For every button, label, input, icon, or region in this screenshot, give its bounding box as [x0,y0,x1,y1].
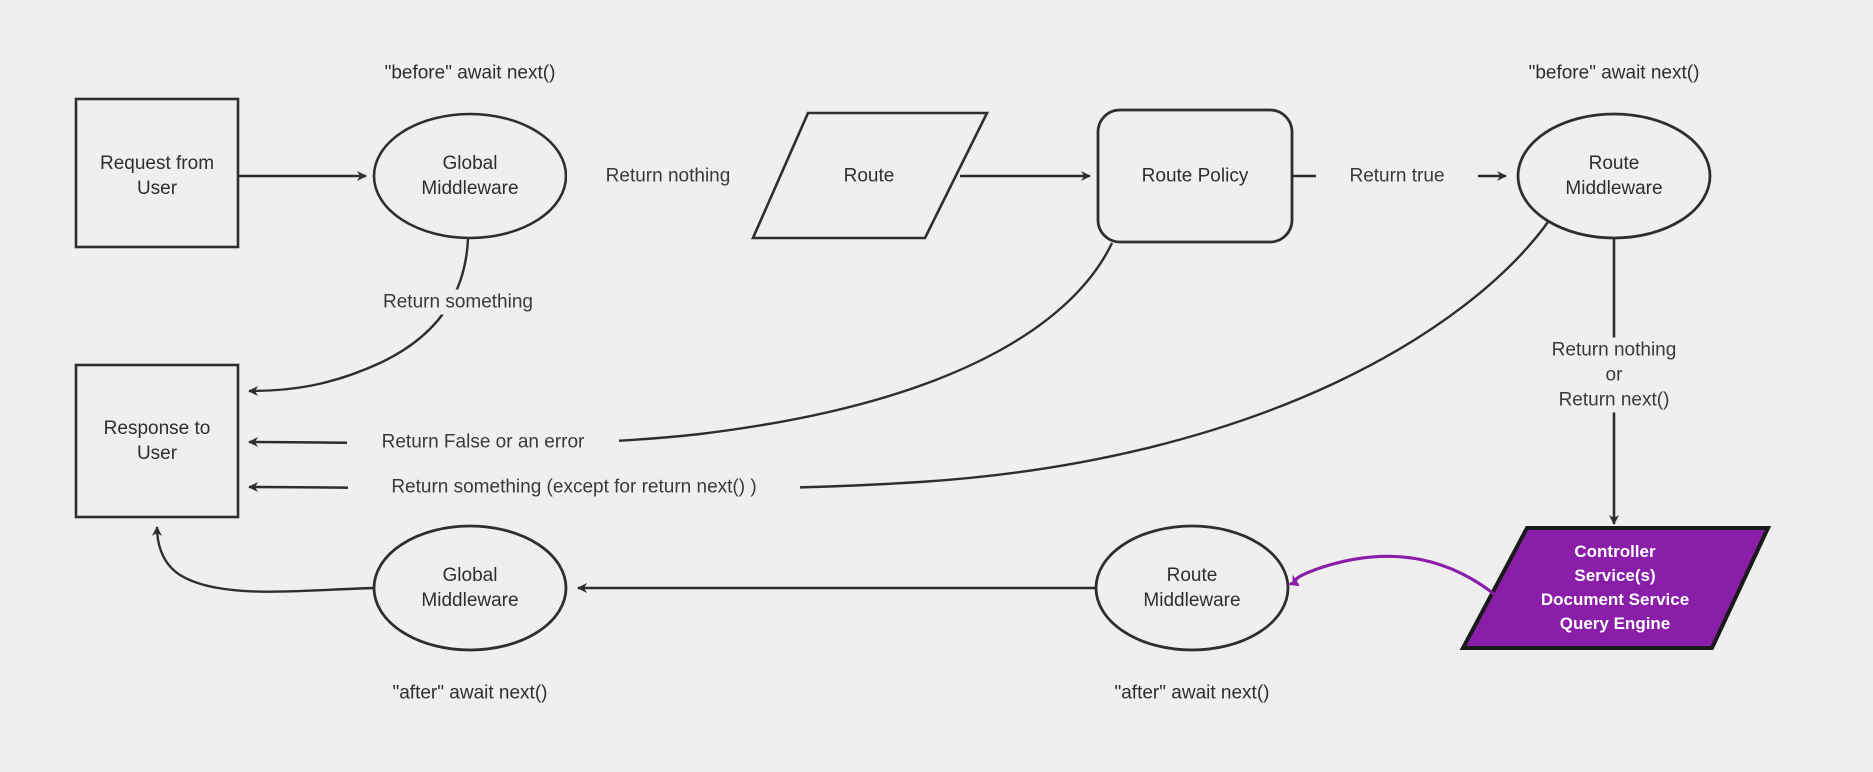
node-route-middleware-after[interactable] [1094,524,1290,652]
node-request-from-user[interactable] [74,97,240,249]
node-response-to-user[interactable] [74,363,240,519]
node-route-middleware-before[interactable] [1516,112,1712,240]
node-route[interactable] [751,111,990,240]
node-global-middleware-before[interactable] [372,112,568,240]
edge-route-policy-to-response [248,242,1114,448]
node-route-policy[interactable] [1096,108,1294,244]
node-controller-services[interactable] [1459,526,1772,650]
edge-global-middleware-to-response [248,238,470,396]
edge-route-middleware-to-response [248,221,1549,493]
node-global-middleware-after[interactable] [372,524,568,652]
edge-global-middleware-after-to-response [152,526,375,593]
edge-controller-to-route-middleware-after [1286,554,1495,596]
